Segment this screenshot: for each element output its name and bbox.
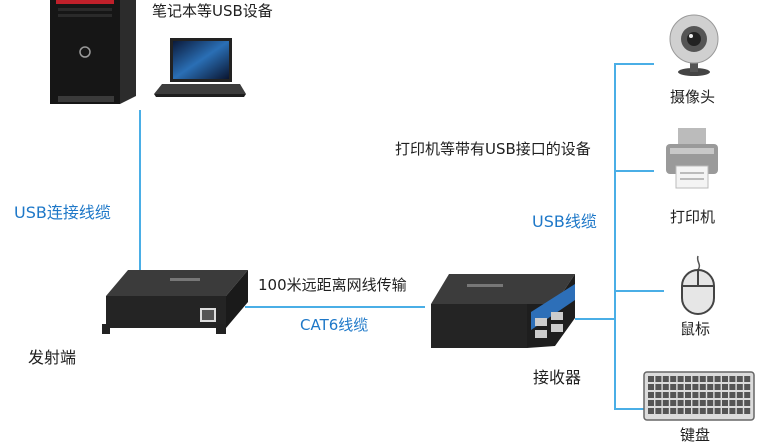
usb-cable-right-label: USB线缆 bbox=[532, 212, 597, 231]
keyboard-key bbox=[648, 400, 654, 406]
bus-to-camera bbox=[614, 63, 654, 65]
usb-cable-left-line bbox=[139, 110, 141, 270]
keyboard-key bbox=[670, 392, 677, 398]
mouse-label: 鼠标 bbox=[680, 320, 711, 338]
keyboard-key bbox=[692, 400, 699, 406]
keyboard-key bbox=[736, 408, 743, 414]
transmitter-box bbox=[102, 270, 248, 334]
cat6-line bbox=[245, 306, 425, 308]
keyboard-key bbox=[722, 400, 728, 406]
keyboard-key bbox=[670, 384, 677, 390]
keyboard-key bbox=[648, 408, 654, 414]
keyboard-key bbox=[714, 408, 721, 414]
usb-bus-vertical bbox=[614, 63, 616, 410]
keyboard-key bbox=[744, 376, 751, 382]
keyboard-key bbox=[729, 384, 736, 390]
laptop-icon bbox=[154, 38, 246, 97]
keyboard-key bbox=[744, 408, 751, 414]
keyboard-key bbox=[699, 392, 706, 398]
keyboard-key bbox=[722, 408, 728, 414]
bus-to-mouse bbox=[614, 290, 664, 292]
keyboard-key bbox=[722, 376, 728, 382]
keyboard-key bbox=[662, 408, 669, 414]
keyboard-key bbox=[692, 384, 699, 390]
keyboard-label: 键盘 bbox=[680, 426, 711, 444]
keyboard-key bbox=[662, 392, 669, 398]
receiver-label: 接收器 bbox=[533, 368, 582, 387]
keyboard-key bbox=[736, 392, 743, 398]
keyboard-key bbox=[685, 384, 691, 390]
keyboard-key bbox=[662, 384, 669, 390]
cat6-label: CAT6线缆 bbox=[300, 316, 369, 334]
keyboard-key bbox=[714, 392, 721, 398]
usb-cable-left-label: USB连接线缆 bbox=[14, 203, 111, 222]
keyboard-key bbox=[714, 376, 721, 382]
mouse-icon bbox=[681, 255, 715, 315]
keyboard-key bbox=[677, 384, 684, 390]
keyboard-icon bbox=[643, 371, 755, 421]
keyboard-key bbox=[729, 408, 736, 414]
bus-to-printer bbox=[614, 170, 654, 172]
keyboard-key bbox=[707, 392, 714, 398]
keyboard-key bbox=[707, 384, 714, 390]
keyboard-key bbox=[648, 392, 654, 398]
keyboard-key bbox=[655, 384, 662, 390]
keyboard-key bbox=[692, 376, 699, 382]
keyboard-key bbox=[655, 400, 662, 406]
keyboard-key bbox=[692, 392, 699, 398]
keyboard-key bbox=[714, 384, 721, 390]
keyboard-key bbox=[662, 400, 669, 406]
printer-icon bbox=[666, 128, 718, 189]
printer-label: 打印机 bbox=[670, 208, 716, 226]
keyboard-key bbox=[744, 400, 751, 406]
keyboard-key bbox=[677, 376, 684, 382]
keyboard-key bbox=[685, 376, 691, 382]
transmitter-label: 发射端 bbox=[28, 348, 77, 367]
keyboard-key bbox=[729, 400, 736, 406]
keyboard-key bbox=[736, 384, 743, 390]
printer-devices-label: 打印机等带有USB接口的设备 bbox=[395, 140, 591, 158]
keyboard-key bbox=[699, 384, 706, 390]
keyboard-key bbox=[662, 376, 669, 382]
keyboard-key bbox=[722, 384, 728, 390]
keyboard-key bbox=[736, 376, 743, 382]
keyboard-key bbox=[655, 376, 662, 382]
keyboard-key bbox=[744, 392, 751, 398]
keyboard-key bbox=[655, 408, 662, 414]
webcam-icon bbox=[669, 14, 719, 76]
camera-label: 摄像头 bbox=[670, 88, 716, 106]
laptop-devices-label: 笔记本等USB设备 bbox=[152, 2, 273, 20]
bus-to-keyboard bbox=[614, 408, 644, 410]
keyboard-key bbox=[714, 400, 721, 406]
keyboard-key bbox=[692, 408, 699, 414]
keyboard-key bbox=[707, 376, 714, 382]
keyboard-key bbox=[699, 408, 706, 414]
keyboard-key bbox=[729, 392, 736, 398]
keyboard-key bbox=[685, 392, 691, 398]
keyboard-key bbox=[707, 400, 714, 406]
keyboard-key bbox=[729, 376, 736, 382]
keyboard-key bbox=[677, 392, 684, 398]
receiver-box bbox=[431, 274, 575, 348]
keyboard-key bbox=[670, 376, 677, 382]
keyboard-key bbox=[699, 376, 706, 382]
keyboard-key bbox=[685, 400, 691, 406]
keyboard-key bbox=[677, 400, 684, 406]
keyboard-key bbox=[722, 392, 728, 398]
keyboard-key bbox=[685, 408, 691, 414]
desktop-tower-icon bbox=[50, 0, 136, 104]
keyboard-key bbox=[648, 384, 654, 390]
keyboard-key bbox=[707, 408, 714, 414]
keyboard-key bbox=[699, 400, 706, 406]
keyboard-key bbox=[648, 376, 654, 382]
keyboard-key bbox=[744, 384, 751, 390]
distance-label: 100米远距离网线传输 bbox=[258, 276, 407, 294]
keyboard-key bbox=[670, 408, 677, 414]
keyboard-key bbox=[655, 392, 662, 398]
receiver-out-line bbox=[575, 318, 615, 320]
keyboard-key bbox=[736, 400, 743, 406]
keyboard-key bbox=[670, 400, 677, 406]
keyboard-key bbox=[677, 408, 684, 414]
